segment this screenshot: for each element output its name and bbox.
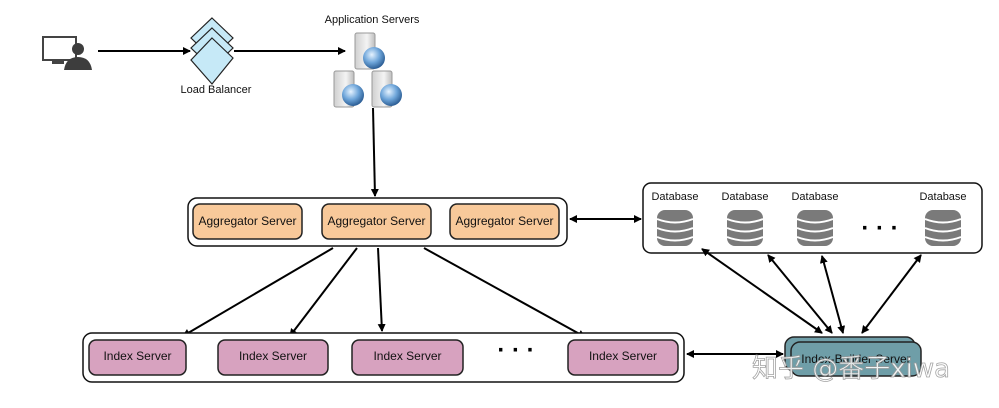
diamond-stack-icon (190, 17, 234, 85)
server-globe-icon (354, 32, 385, 70)
index-server-label: Index Server (239, 349, 307, 363)
index-server[interactable]: Index Server (88, 339, 187, 376)
arrow-builder-database (861, 254, 922, 334)
arrow-app-to-aggregator (370, 107, 379, 197)
database[interactable]: Database (919, 191, 967, 246)
index-builder-label: Index-Builder Server (801, 352, 910, 366)
arrow-builder-database (701, 248, 823, 334)
index-ellipsis: · · · (497, 337, 534, 364)
database-ellipsis: · · · (861, 215, 898, 242)
database-cylinder-icon (656, 210, 694, 246)
index-server[interactable]: Index Server (567, 339, 679, 376)
database-cylinder-icon (796, 210, 834, 246)
database[interactable]: Database (651, 191, 699, 246)
load-balancer-label: Load Balancer (181, 84, 252, 96)
arrow-aggregator-to-index (289, 247, 358, 337)
app-servers-label: Application Servers (325, 14, 420, 26)
index-server-label: Index Server (373, 349, 441, 363)
database-label: Database (721, 191, 768, 203)
arrow-aggregator-to-index (377, 247, 386, 332)
index-server-label: Index Server (103, 349, 171, 363)
database-cylinder-icon (924, 210, 962, 246)
index-server[interactable]: Index Server (217, 339, 329, 376)
database[interactable]: Database (721, 191, 769, 246)
arrow-builder-database (819, 255, 846, 334)
aggregator-server[interactable]: Aggregator Server (449, 203, 560, 240)
arrow-aggregator-to-index (182, 247, 334, 337)
watermark-text: 知乎 @番子xiwa (752, 354, 950, 384)
aggregator-server[interactable]: Aggregator Server (192, 203, 303, 240)
database[interactable]: Database (791, 191, 839, 246)
aggregator-server-label: Aggregator Server (327, 214, 425, 228)
database-cylinder-icon (726, 210, 764, 246)
aggregator-server[interactable]: Aggregator Server (321, 203, 432, 240)
index-server-label: Index Server (589, 349, 657, 363)
index-builder-server[interactable]: Index-Builder Server (784, 336, 922, 377)
arrow-builder-database (767, 254, 833, 334)
aggregator-server-label: Aggregator Server (455, 214, 553, 228)
database-label: Database (791, 191, 838, 203)
database-label: Database (919, 191, 966, 203)
aggregator-server-label: Aggregator Server (198, 214, 296, 228)
arrow-aggregator-to-index (423, 247, 586, 338)
index-server[interactable]: Index Server (351, 339, 464, 376)
server-globe-icon (371, 70, 402, 108)
database-label: Database (651, 191, 698, 203)
server-globe-icon (333, 70, 364, 108)
user-computer-icon (42, 36, 92, 70)
